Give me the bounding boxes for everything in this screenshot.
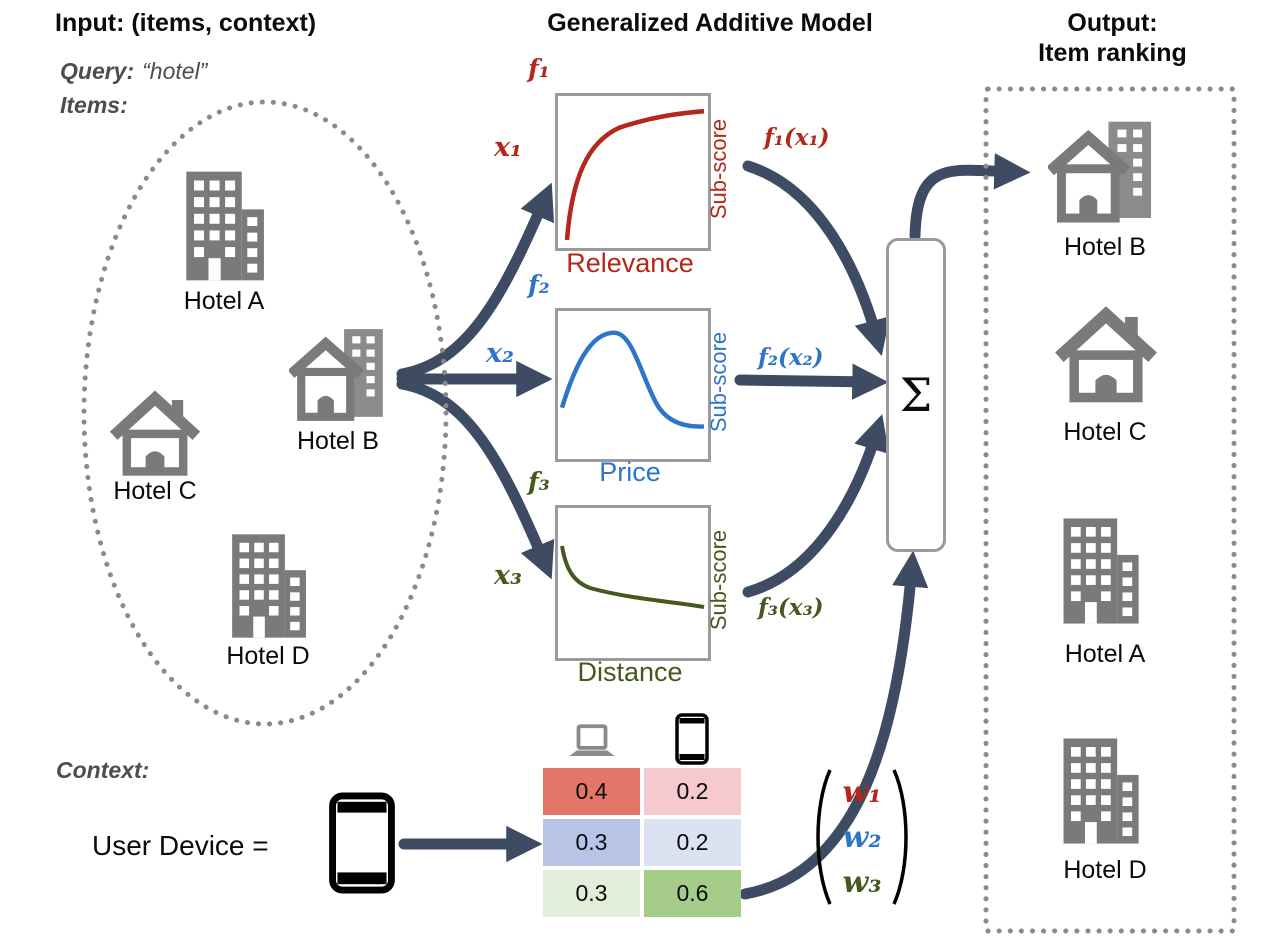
house-building-icon bbox=[285, 323, 395, 425]
distance-curve bbox=[560, 545, 705, 609]
x2-label: x₂ bbox=[486, 338, 514, 369]
price-curve bbox=[559, 330, 705, 429]
arrow-x1 bbox=[396, 182, 555, 380]
x1-label: x₁ bbox=[494, 132, 522, 163]
f2x2-label: f₂(x₂) bbox=[758, 344, 824, 371]
w3-label: w₃ bbox=[842, 865, 882, 900]
distance-feature-label: Distance bbox=[577, 657, 683, 687]
arrow-weights-to-sum bbox=[739, 550, 929, 900]
building-icon bbox=[215, 528, 321, 644]
price-axis-label: Sub-score bbox=[706, 331, 731, 433]
smartphone-icon bbox=[674, 712, 710, 766]
house-building-icon bbox=[1042, 115, 1166, 227]
items-group-ellipse bbox=[81, 99, 449, 727]
house-icon bbox=[1050, 300, 1162, 406]
weight-cell-r2c1: 0.6 bbox=[644, 870, 741, 917]
weight-vector: w₁ w₂ w₃ bbox=[822, 770, 902, 905]
arrow-f3-to-sum bbox=[742, 414, 890, 598]
f3-label: f₃ bbox=[528, 467, 550, 496]
rank-1-label: Hotel B bbox=[1064, 233, 1146, 261]
building-icon bbox=[168, 165, 280, 287]
w1-label: w₁ bbox=[842, 775, 882, 810]
weight-cell-r1c1: 0.2 bbox=[644, 819, 741, 866]
rank-4-label: Hotel D bbox=[1063, 856, 1147, 884]
building-icon bbox=[1046, 512, 1154, 630]
sigma-symbol: Σ bbox=[899, 368, 933, 422]
hotel-d-label: Hotel D bbox=[226, 642, 310, 670]
query-line: Query: “hotel” bbox=[60, 58, 207, 85]
smartphone-icon bbox=[326, 792, 398, 894]
query-value: “hotel” bbox=[142, 58, 208, 84]
building-icon bbox=[1046, 732, 1154, 850]
context-label: Context: bbox=[56, 757, 150, 783]
distance-axis-label: Sub-score bbox=[706, 529, 731, 631]
input-title: Input: (items, context) bbox=[55, 9, 317, 37]
relevance-plot-box bbox=[555, 93, 711, 251]
arrow-sum-to-output bbox=[909, 153, 1031, 242]
items-label: Items: bbox=[60, 92, 128, 118]
f2-label: f₂ bbox=[528, 270, 550, 299]
hotel-c-label: Hotel C bbox=[113, 477, 197, 505]
arrow-f2-to-sum bbox=[734, 363, 889, 400]
output-title-line2: Item ranking bbox=[1038, 39, 1187, 67]
arrow-f1-to-sum bbox=[742, 160, 890, 357]
f1x1-label: f₁(x₁) bbox=[764, 124, 830, 151]
price-feature-label: Price bbox=[599, 457, 661, 487]
query-label: Query: bbox=[60, 58, 135, 84]
relevance-feature-label: Relevance bbox=[566, 248, 694, 278]
hotel-a-label: Hotel A bbox=[183, 287, 265, 315]
laptop-icon bbox=[565, 723, 619, 763]
weight-cell-r1c0: 0.3 bbox=[543, 819, 640, 866]
weight-cell-r0c1: 0.2 bbox=[644, 768, 741, 815]
rank-3-label: Hotel A bbox=[1064, 640, 1146, 668]
relevance-curve bbox=[564, 108, 705, 241]
sum-box: Σ bbox=[886, 238, 946, 552]
rank-2-label: Hotel C bbox=[1063, 418, 1147, 446]
relevance-axis-label: Sub-score bbox=[706, 118, 731, 220]
weight-cell-r2c0: 0.3 bbox=[543, 870, 640, 917]
model-title: Generalized Additive Model bbox=[547, 9, 873, 37]
price-plot-box bbox=[555, 308, 711, 462]
output-title: Output: bbox=[1067, 9, 1158, 37]
weight-cell-r0c0: 0.4 bbox=[543, 768, 640, 815]
distance-plot-box bbox=[555, 505, 711, 661]
w2-label: w₂ bbox=[842, 820, 882, 855]
f1-label: f₁ bbox=[528, 54, 550, 83]
weight-vector-parens bbox=[816, 769, 908, 905]
output-ranking-box bbox=[983, 86, 1237, 934]
x3-label: x₃ bbox=[494, 560, 522, 591]
context-weight-table: 0.4 0.2 0.3 0.2 0.3 0.6 bbox=[543, 768, 741, 917]
house-icon bbox=[105, 385, 205, 479]
f3x3-label: f₃(x₃) bbox=[758, 594, 824, 621]
hotel-b-label: Hotel B bbox=[297, 427, 379, 455]
user-device-label: User Device = bbox=[92, 830, 269, 861]
arrow-x3 bbox=[396, 378, 555, 580]
